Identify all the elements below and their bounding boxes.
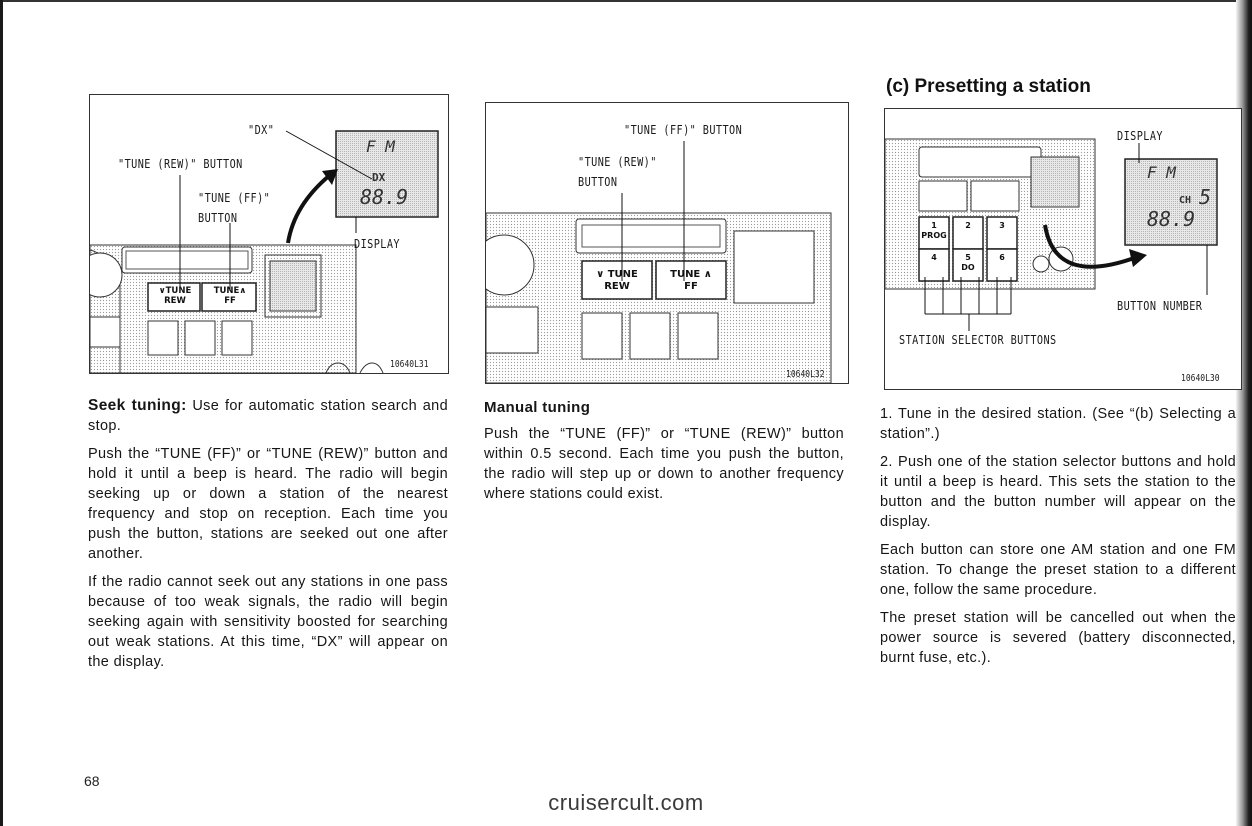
seek-tuning-intro: Use for automatic station search and sto… [88, 398, 448, 434]
lcd-ch-label: CH [1179, 195, 1192, 206]
right-column-text: 1. Tune in the desired station. (See “(b… [880, 404, 1236, 676]
watermark: cruisercult.com [548, 790, 704, 815]
label-tune-ff-line1: "TUNE (FF)" [198, 191, 271, 205]
tune-rew-button: ∨TUNE REW [158, 286, 192, 306]
middle-column-text: Manual tuning Push the “TUNE (FF)” or “T… [484, 398, 844, 512]
label-dx: "DX" [248, 123, 275, 137]
manual-tuning-paragraph: Push the “TUNE (FF)” or “TUNE (REW)” but… [484, 426, 844, 502]
figure-presetting: DISPLAY BUTTON NUMBER STATION SELECTOR B… [884, 108, 1242, 390]
label-tune-ff-line2: BUTTON [198, 211, 238, 225]
preset-button-4: 4 [931, 253, 937, 262]
tune-rew-button: ∨ TUNE REW [596, 269, 638, 292]
seek-tuning-paragraph: Seek tuning: Use for automatic station s… [88, 396, 448, 436]
figure-seek-tuning: "DX" "TUNE (REW)" BUTTON "TUNE (FF)" BUT… [89, 94, 449, 374]
seek-paragraph-2: Push the “TUNE (FF)” or “TUNE (REW)” but… [88, 446, 448, 562]
radio-illustration-1 [90, 130, 439, 373]
tune-ff-button: TUNE∧ FF [213, 286, 247, 306]
lcd-channel-number: 5 [1199, 185, 1212, 209]
seek-tuning-heading: Seek tuning: [88, 397, 187, 414]
label-tune-rew-line1: "TUNE (REW)" [578, 155, 657, 169]
label-display: DISPLAY [354, 237, 400, 251]
lcd-frequency: 88.9 [360, 185, 409, 209]
preset-button-3: 3 [999, 221, 1005, 230]
lcd-fm-indicator: F M [1147, 163, 1176, 182]
figure-manual-tuning: "TUNE (FF)" BUTTON "TUNE (REW)" BUTTON ∨… [485, 102, 849, 384]
radio-illustration-3 [885, 138, 1218, 331]
page-number: 68 [84, 773, 100, 789]
seek-paragraph-3: If the radio cannot seek out any station… [88, 574, 448, 670]
label-display: DISPLAY [1117, 129, 1163, 143]
preset-step-2: 2. Push one of the station selector butt… [880, 454, 1236, 530]
preset-paragraph-4: The preset station will be cancelled out… [880, 610, 1236, 666]
manual-tuning-heading: Manual tuning [484, 399, 591, 416]
radio-illustration-2 [486, 141, 832, 383]
figure-code: 10640L32 [786, 369, 825, 380]
label-tune-ff-button: "TUNE (FF)" BUTTON [624, 123, 743, 137]
label-station-selector-buttons: STATION SELECTOR BUTTONS [899, 333, 1057, 347]
preset-button-6: 6 [999, 253, 1005, 262]
label-tune-rew-line2: BUTTON [578, 175, 618, 189]
preset-button-5: 5 DO [961, 253, 975, 272]
tune-ff-button: TUNE ∧ FF [670, 269, 712, 292]
section-heading-presetting: (c) Presetting a station [886, 76, 1091, 97]
preset-paragraph-3: Each button can store one AM station and… [880, 542, 1236, 598]
figure-code: 10640L31 [390, 359, 429, 370]
preset-button-1: 1 PROG [921, 221, 947, 240]
label-button-number: BUTTON NUMBER [1117, 299, 1203, 313]
page-top-edge [0, 0, 1252, 2]
figure-code: 10640L30 [1181, 373, 1220, 384]
left-column-text: Seek tuning: Use for automatic station s… [88, 396, 448, 680]
preset-button-2: 2 [965, 221, 971, 230]
page-left-edge [0, 0, 3, 826]
label-tune-rew-button: "TUNE (REW)" BUTTON [118, 157, 243, 171]
lcd-frequency: 88.9 [1147, 207, 1196, 231]
lcd-dx-indicator: DX [372, 171, 386, 184]
lcd-fm-indicator: F M [366, 137, 395, 156]
preset-step-1: 1. Tune in the desired station. (See “(b… [880, 406, 1236, 442]
